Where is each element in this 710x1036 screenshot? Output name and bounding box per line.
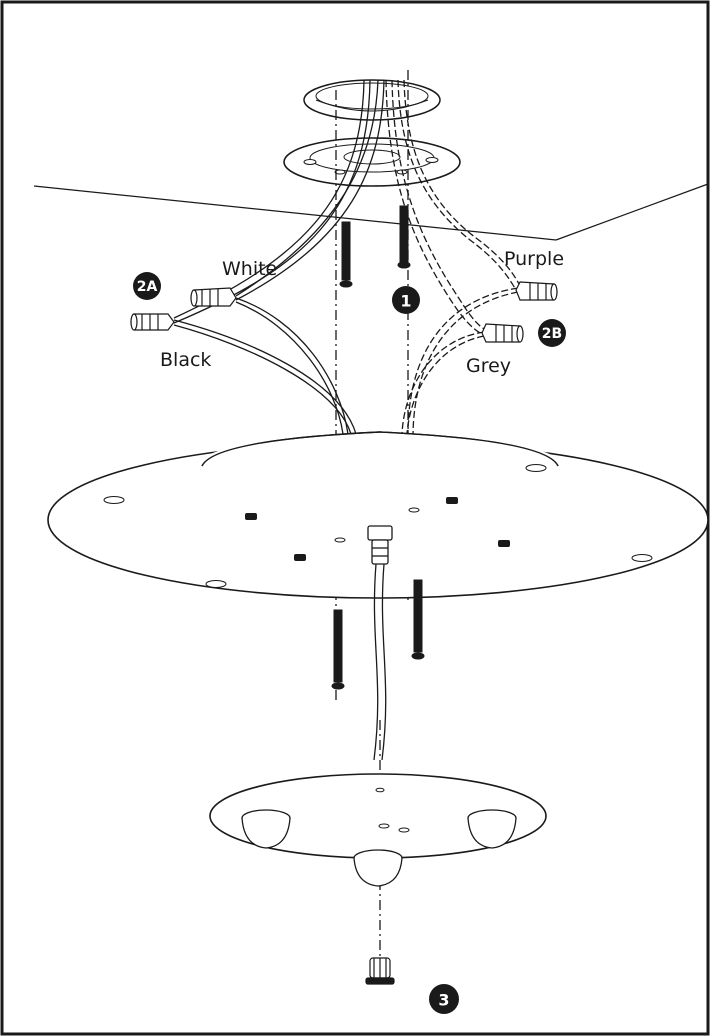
lamp-domes (241, 809, 517, 887)
wire-nut-white (190, 287, 237, 307)
canopy-plate (47, 431, 709, 599)
wire-nut-black (130, 313, 175, 331)
mounting-screws-lower (331, 579, 425, 690)
wire-connector (367, 525, 393, 565)
ceiling-plane (33, 183, 709, 241)
label-purple: Purple (504, 248, 564, 270)
step-badge-1: 1 (392, 286, 420, 314)
junction-box (303, 79, 441, 121)
step-badge-2a: 2A (133, 272, 161, 300)
step-2a-label: 2A (137, 279, 158, 295)
lamp-cable (373, 563, 387, 761)
fixture-wires-solid (173, 297, 357, 435)
label-white: White (222, 258, 277, 280)
mounting-bracket (283, 137, 461, 187)
label-black: Black (160, 349, 211, 371)
finial-nut (365, 957, 395, 985)
step-badge-2b: 2B (538, 319, 566, 347)
step-badge-3: 3 (429, 984, 459, 1014)
step-3-label: 3 (438, 991, 449, 1010)
fixture-wires-dashed (401, 287, 519, 435)
step-1-label: 1 (400, 292, 411, 311)
canopy-nuts (245, 497, 510, 561)
wire-nut-purple (515, 281, 558, 301)
label-grey: Grey (466, 355, 511, 377)
step-2b-label: 2B (542, 326, 562, 342)
wire-nut-grey (481, 323, 524, 343)
supply-wires-dashed (385, 79, 521, 335)
